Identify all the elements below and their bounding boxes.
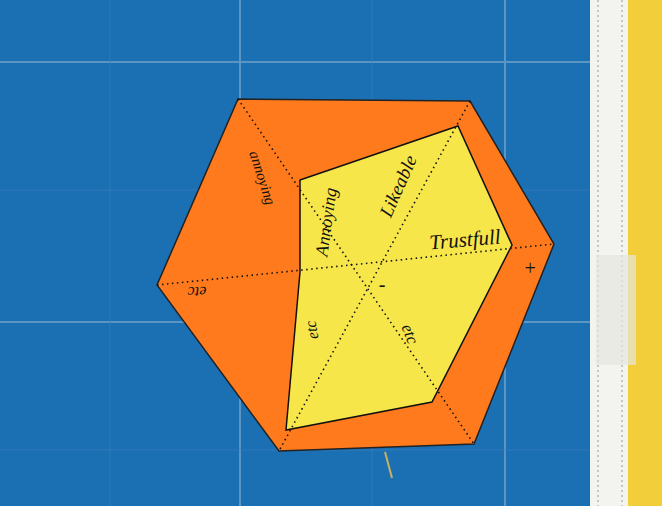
mat-fine-grid: [0, 0, 590, 506]
yellow-strip: [628, 0, 662, 506]
paper-hexagon: Trustfull+-LikeableAnnoyingannoyingetcet…: [150, 92, 560, 458]
handwritten-label: etc: [187, 284, 206, 301]
dotted-axis: [279, 101, 470, 451]
dotted-axis: [238, 99, 474, 444]
handwritten-label: -: [379, 274, 386, 294]
strip-perforation: [622, 0, 623, 506]
pin: [385, 452, 392, 478]
handwritten-label: +: [523, 258, 537, 278]
tape: [596, 255, 636, 365]
handwritten-label: etc: [303, 319, 322, 340]
mat-grid: [0, 0, 590, 506]
yellow-area: [286, 126, 512, 430]
strip-perforation: [598, 0, 599, 506]
paper-strip: [590, 0, 628, 506]
dotted-axis: [157, 244, 554, 285]
orange-hexagon: [157, 99, 554, 451]
hexagon-outline: [150, 92, 560, 458]
